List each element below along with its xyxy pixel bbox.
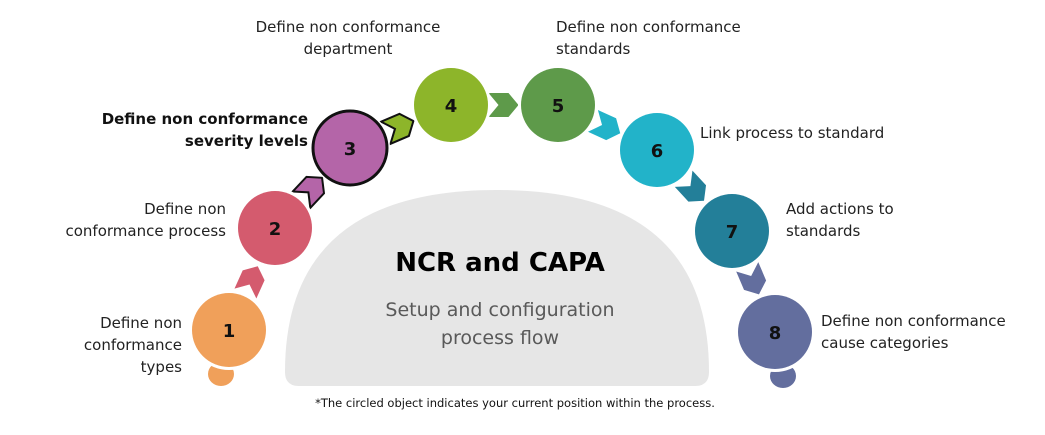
connector-3-4 (378, 112, 415, 146)
subtitle-line: process flow (440, 327, 560, 349)
step-3-node[interactable]: 3 (310, 108, 390, 188)
node-circle (192, 293, 266, 367)
chevron-arrow-icon (674, 170, 707, 202)
step-number: 1 (223, 321, 236, 342)
node-circle (695, 194, 769, 268)
node-circle (620, 113, 694, 187)
node-circle (738, 295, 812, 369)
step-8-node[interactable]: 8 (735, 292, 815, 372)
step-number: 7 (726, 222, 739, 243)
node-circle (311, 109, 389, 187)
connector-4-5 (488, 93, 519, 117)
connector-5-6 (587, 109, 621, 141)
chevron-arrow-icon (234, 266, 265, 299)
step-number: 3 (344, 139, 357, 160)
diagram-title: NCR and CAPA (395, 248, 605, 278)
chevron-arrow-icon (378, 112, 415, 146)
step-number: 4 (445, 96, 458, 117)
chevron-arrow-icon (587, 109, 621, 141)
footnote: *The circled object indicates your curre… (315, 396, 715, 410)
node-circle (521, 68, 595, 142)
step-6-node[interactable]: 6 (617, 110, 697, 190)
step-4-node[interactable]: 4 (411, 65, 491, 145)
step-number: 6 (651, 141, 664, 162)
step-number: 2 (269, 219, 282, 240)
subtitle-line: Setup and configuration (385, 299, 615, 321)
step-6-label: Link process to standard (700, 124, 885, 142)
connector-7-8 (736, 262, 767, 295)
step-number: 8 (769, 323, 782, 344)
step-number: 5 (552, 96, 565, 117)
step-7-node[interactable]: 7 (692, 191, 772, 271)
connector-1-2 (234, 266, 265, 299)
connector-6-7 (674, 170, 707, 202)
chevron-arrow-icon (290, 175, 326, 211)
node-circle (238, 191, 312, 265)
connector-2-3 (290, 175, 326, 211)
node-circle (414, 68, 488, 142)
step-1-node[interactable]: 1 (189, 290, 269, 370)
diagram-subtitle: Setup and configuration process flow (330, 296, 670, 352)
center-arch (285, 190, 709, 386)
step-5-node[interactable]: 5 (518, 65, 598, 145)
step-2-node[interactable]: 2 (235, 188, 315, 268)
chevron-arrow-icon (488, 93, 519, 117)
chevron-arrow-icon (736, 262, 767, 295)
